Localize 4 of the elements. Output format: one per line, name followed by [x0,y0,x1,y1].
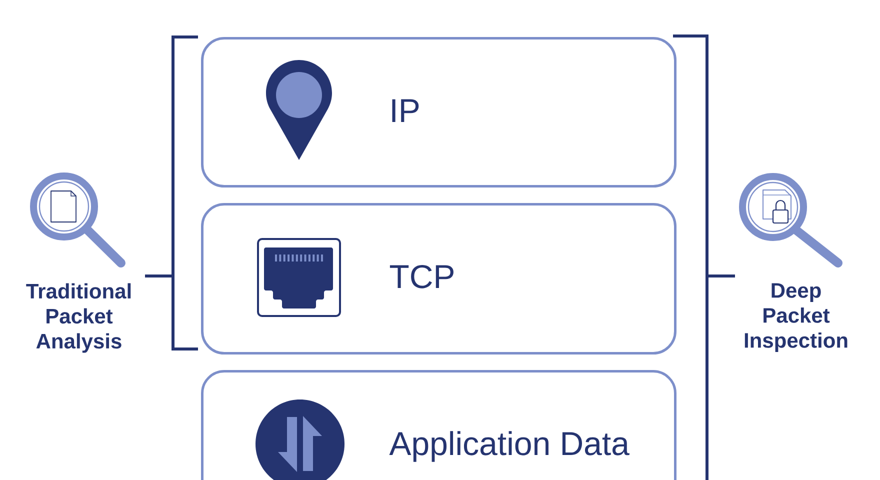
side-label: Deep Packet Inspection [744,283,848,352]
layer-box: TCP [201,203,676,354]
side-label: Traditional Packet Analysis [26,283,131,353]
layer-box: IP [201,37,676,188]
